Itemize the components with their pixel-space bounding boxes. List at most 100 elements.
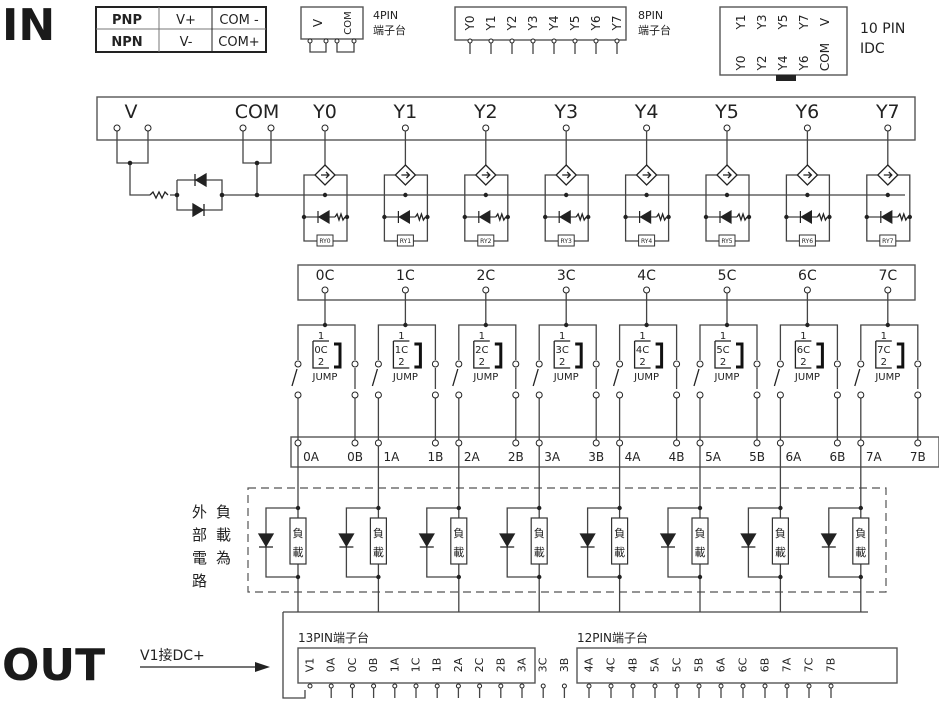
diode-icon <box>418 533 435 548</box>
pin8-label: Y6 <box>589 16 603 32</box>
optocoupler-icon <box>314 164 336 186</box>
resistor-icon <box>334 211 346 223</box>
jumper-channel: 4C <box>636 345 649 356</box>
resistor-icon <box>575 211 587 223</box>
terminal13-pin-label: 3A <box>516 657 529 672</box>
jumper-icon <box>414 342 422 369</box>
optocoupler-icon <box>474 164 497 186</box>
switch-icon <box>773 368 781 387</box>
optocoupler-icon <box>876 164 899 186</box>
relay-label: RY2 <box>480 238 491 245</box>
table-pnp: PNP <box>112 13 142 28</box>
jumper-pos-1: 1 <box>398 331 404 342</box>
idc-pin-label: COM <box>818 43 832 71</box>
jumper-pos-2: 2 <box>639 357 645 368</box>
jumper-pos-2: 2 <box>398 357 404 368</box>
jumper-icon <box>575 342 583 369</box>
table-npn: NPN <box>111 35 142 50</box>
jumper-pos-2: 2 <box>720 357 726 368</box>
jumper-pos-1: 1 <box>559 331 565 342</box>
resistor-icon <box>414 211 426 223</box>
relay-label: RY5 <box>721 238 732 245</box>
relay-box <box>718 234 736 247</box>
terminal13-pin-label: 1A <box>388 657 401 672</box>
input-channel-label: Y3 <box>553 101 578 123</box>
resistor-icon <box>736 211 748 223</box>
supply-note: V1接DC+ <box>140 647 205 664</box>
optocoupler-icon <box>716 164 738 186</box>
relay-label: RY0 <box>319 238 330 245</box>
switch-icon <box>371 368 379 387</box>
led-icon <box>192 202 205 218</box>
diode-icon <box>740 533 757 548</box>
terminal12-pin-label: 6C <box>737 657 750 672</box>
jumper-label: JUMP <box>553 372 579 383</box>
jumper-label: JUMP <box>312 372 338 383</box>
pin4-v: V <box>311 18 325 27</box>
led-icon <box>478 209 491 225</box>
terminal-a-label: 4A <box>625 450 642 464</box>
terminal12-pin-label: 7C <box>803 657 816 672</box>
load-label: 負 <box>855 527 866 540</box>
idc-pin-label: Y0 <box>734 56 748 72</box>
jumper-icon <box>655 342 664 369</box>
relay-box <box>638 234 656 247</box>
pin8-label: Y7 <box>610 16 624 32</box>
idc-pin-label: Y7 <box>797 15 811 31</box>
terminal-a-label: 7A <box>866 450 883 464</box>
svg-text:部: 部 <box>192 526 207 544</box>
svg-text:路: 路 <box>192 572 207 590</box>
terminal-a-label: 0A <box>303 450 320 464</box>
common-label: 3C <box>557 268 576 284</box>
jumper-pos-1: 1 <box>318 331 324 342</box>
in-label: IN <box>2 0 55 51</box>
load-label: 載 <box>293 546 304 559</box>
diode-icon <box>499 533 516 548</box>
common-label: 1C <box>396 268 415 284</box>
load-label: 載 <box>453 546 464 559</box>
terminal13-pin-label: 1C <box>410 657 423 672</box>
jumper-label: JUMP <box>472 372 498 383</box>
jumper-pos-2: 2 <box>559 357 565 368</box>
relay-box <box>798 234 816 247</box>
connector-4pin: V COM 4PIN 端子台 <box>300 6 406 53</box>
pin8-label: Y2 <box>505 16 519 32</box>
optocoupler-icon <box>635 164 658 186</box>
pin4-com: COM <box>343 11 354 34</box>
idc-pin-label: Y5 <box>776 15 790 31</box>
svg-text:負: 負 <box>216 503 231 521</box>
common-label: 5C <box>718 268 737 284</box>
common-label: 6C <box>798 268 817 284</box>
input-channel-label: Y6 <box>795 101 820 123</box>
input-channel-label: Y2 <box>473 101 498 123</box>
pin8-subtitle: 端子台 <box>638 23 671 37</box>
input-channel-label: Y0 <box>312 101 337 123</box>
resistor-icon <box>495 211 507 223</box>
load-box <box>610 517 629 565</box>
svg-text:外: 外 <box>192 503 207 521</box>
relay-box <box>557 234 575 247</box>
terminal-b-label: 3B <box>588 450 604 464</box>
idc-subtitle: IDC <box>860 41 885 57</box>
svg-text:電: 電 <box>192 549 207 567</box>
terminal13-pin-label: 3C <box>537 657 550 672</box>
load-label: 載 <box>775 546 786 559</box>
table-pnp-com: COM - <box>219 13 259 28</box>
relay-box <box>316 234 334 247</box>
jumper-icon <box>896 342 905 369</box>
led-icon <box>880 209 893 225</box>
terminal12-title: 12PIN端子台 <box>577 630 648 645</box>
load-label: 負 <box>614 527 625 540</box>
jumper-pos-1: 1 <box>800 331 806 342</box>
switch-icon <box>532 368 539 387</box>
input-v-label: V <box>125 101 138 123</box>
load-label: 載 <box>855 546 866 559</box>
optocoupler-icon <box>796 164 819 186</box>
jumper-icon <box>494 342 503 369</box>
out-label: OUT <box>2 640 105 691</box>
relay-label: RY7 <box>882 238 893 245</box>
